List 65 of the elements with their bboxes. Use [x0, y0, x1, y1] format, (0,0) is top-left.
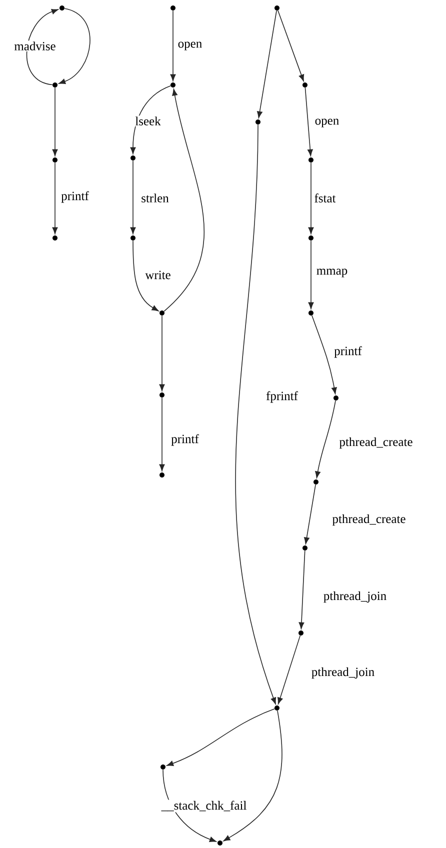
arrow [166, 708, 275, 766]
edge-label: pthread_create [338, 436, 414, 450]
arrow [159, 315, 165, 392]
edge-label: printf [333, 345, 363, 359]
edge-label: __stack_chk_fail [160, 800, 248, 812]
point-node [218, 840, 222, 846]
arrow [159, 397, 165, 472]
edge-label: open [314, 118, 340, 128]
point-node [160, 310, 164, 316]
arrow [235, 124, 276, 704]
arrow [58, 8, 90, 84]
edge-label: pthread_join [310, 666, 376, 680]
edge-label: madvise [13, 40, 57, 52]
point-node [256, 120, 260, 124]
point-node [130, 156, 136, 160]
arrow [52, 162, 58, 234]
arrow [130, 86, 171, 154]
arrow [170, 10, 176, 82]
edge-label: mmap [315, 268, 349, 278]
arrow [315, 400, 336, 478]
point-node [170, 82, 176, 88]
arrow [26, 8, 58, 86]
edge-label: write [144, 270, 172, 280]
point-node [170, 6, 176, 10]
arrow [130, 160, 136, 234]
point-node [314, 480, 318, 484]
point-node [274, 706, 280, 710]
point-node [298, 630, 304, 636]
arrow [312, 315, 337, 394]
point-node [160, 392, 164, 398]
point-node [302, 82, 308, 88]
point-node [302, 546, 308, 550]
point-node [60, 6, 64, 10]
arrow [278, 635, 301, 704]
arrow [257, 10, 277, 118]
point-node [160, 472, 164, 478]
edge-label: printf [60, 190, 90, 204]
edge-label: pthread_create [331, 513, 407, 527]
edge-label: strlen [140, 192, 170, 204]
edge-label: printf [170, 433, 200, 447]
arrow [308, 162, 314, 234]
point-node [160, 764, 166, 770]
point-node [52, 82, 58, 88]
point-node [308, 310, 314, 316]
point-node [334, 396, 338, 400]
arrow [298, 550, 306, 630]
edge-label: fstat [313, 192, 337, 204]
edge-label: fprintf [265, 390, 299, 404]
edge-label: lseek [134, 116, 162, 126]
point-node [308, 236, 314, 240]
arrow [52, 87, 58, 156]
arrow [223, 710, 282, 842]
point-node [274, 6, 280, 10]
arrow [304, 484, 316, 544]
point-node [308, 158, 314, 162]
point-node [52, 236, 58, 240]
arrow [278, 10, 304, 82]
arrow [164, 88, 205, 312]
arrow [304, 87, 313, 156]
edge-label: open [176, 40, 204, 52]
edge-label: pthread_join [322, 590, 388, 604]
arrow [132, 240, 159, 312]
point-node [52, 158, 58, 162]
point-node [130, 236, 136, 240]
arrow [308, 240, 314, 310]
